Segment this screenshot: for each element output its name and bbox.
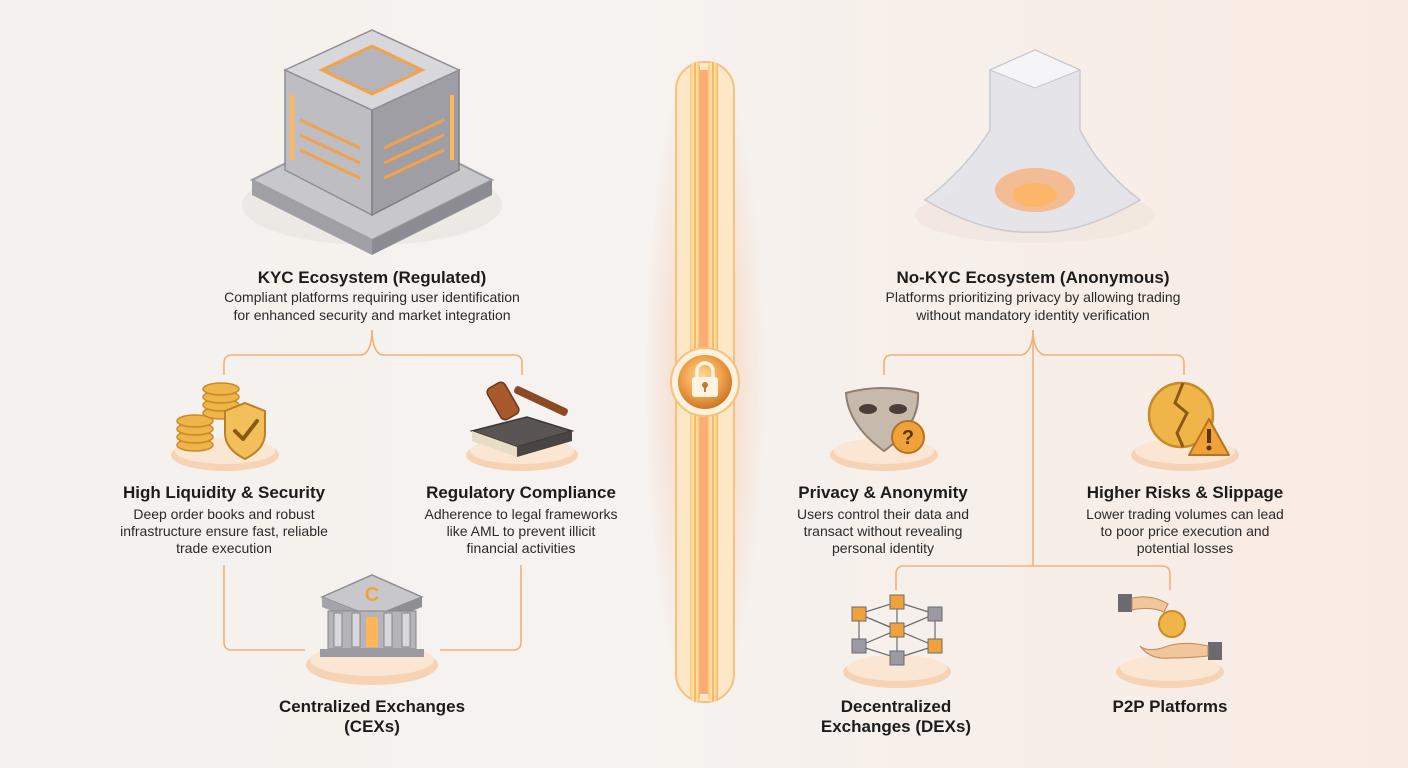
veiled-block-icon [915, 49, 1155, 243]
compliance-node: Regulatory Compliance Adherence to legal… [392, 483, 650, 557]
kyc-branch-line [371, 329, 523, 375]
risks-description-line: Lower trading volumes can lead [1086, 506, 1284, 522]
kyc-branch-line [223, 329, 373, 375]
nokyc-title: No-KYC Ecosystem (Anonymous) [896, 268, 1170, 287]
dex-label-line: Exchanges (DEXs) [820, 717, 972, 736]
compliance-label: Regulatory Compliance [426, 483, 616, 502]
nokyc-description-line: Platforms prioritizing privacy by allowi… [885, 289, 1181, 305]
p2p-label: P2P Platforms [1112, 697, 1228, 716]
privacy-description-line: Users control their data and [797, 506, 969, 522]
nokyc-description-line: without mandatory identity verification [916, 307, 1150, 323]
privacy-description-line: personal identity [832, 540, 934, 556]
risks-label: Higher Risks & Slippage [1086, 483, 1284, 502]
p2p-node: P2P Platforms [1040, 697, 1300, 717]
compliance-description-line: financial activities [466, 540, 576, 556]
cracked-coin-warning-icon [1131, 381, 1239, 471]
nokyc-branch-line [883, 329, 1034, 375]
cex-node: Centralized Exchanges (CEXs) [242, 697, 502, 737]
privacy-description-line: transact without revealing [803, 523, 963, 539]
svg-text:?: ? [902, 427, 914, 449]
network-cubes-icon [843, 594, 951, 688]
cex-left-line [223, 565, 305, 651]
gavel-book-icon [466, 381, 578, 471]
cex-label-line: Centralized Exchanges [278, 697, 466, 716]
nokyc-heading: No-KYC Ecosystem (Anonymous) Platforms p… [843, 267, 1223, 324]
svg-text:C: C [365, 584, 379, 606]
privacy-label: Privacy & Anonymity [798, 483, 968, 502]
kyc-heading: KYC Ecosystem (Regulated) Compliant plat… [192, 267, 552, 324]
liquidity-label: High Liquidity & Security [122, 483, 326, 502]
liquidity-description-line: Deep order books and robust [133, 506, 315, 522]
mask-question-icon: ? [830, 387, 938, 471]
compliance-description-line: like AML to prevent illicit [446, 523, 596, 539]
server-vault-icon [242, 29, 502, 255]
compliance-description-line: Adherence to legal frameworks [424, 506, 618, 522]
hand-coin-icon [1116, 594, 1224, 688]
liquidity-description-line: infrastructure ensure fast, reliable [120, 523, 328, 539]
liquidity-description-line: trade execution [176, 540, 272, 556]
risks-description-line: potential losses [1136, 540, 1234, 556]
risks-node: Higher Risks & Slippage Lower trading vo… [1054, 483, 1316, 557]
p2p-branch-line [1033, 565, 1171, 590]
risks-description-line: to poor price execution and [1100, 523, 1270, 539]
kyc-title: KYC Ecosystem (Regulated) [257, 268, 487, 287]
coins-shield-icon [171, 382, 279, 471]
dex-branch-line [895, 565, 1033, 590]
kyc-description-line: for enhanced security and market integra… [233, 307, 511, 323]
cex-label-line: (CEXs) [344, 717, 400, 736]
privacy-node: Privacy & Anonymity Users control their … [752, 483, 1014, 557]
dex-label-line: Decentralized [840, 697, 952, 716]
bank-building-icon: C [306, 574, 438, 685]
liquidity-node: High Liquidity & Security Deep order boo… [94, 483, 354, 557]
nokyc-branch-line [1032, 329, 1185, 375]
dex-node: Decentralized Exchanges (DEXs) [766, 697, 1026, 737]
kyc-description-line: Compliant platforms requiring user ident… [224, 289, 520, 305]
padlock-icon [670, 347, 740, 417]
cex-right-line [440, 565, 522, 651]
